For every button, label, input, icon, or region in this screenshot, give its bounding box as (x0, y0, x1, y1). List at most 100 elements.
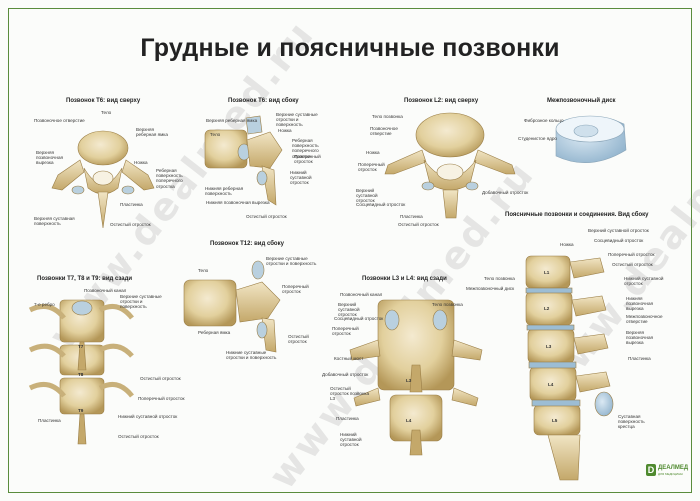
label: Нижняя позвоночная вырезка (626, 296, 654, 312)
label: Пластинка (628, 356, 651, 361)
label: Верхние суставные отростки и поверхность (120, 294, 162, 310)
label: L1 (544, 270, 550, 275)
label: 7-е ребро (34, 302, 55, 307)
label: Верхние суставные отростки и поверхность (276, 112, 318, 128)
label: Нижний суставной отросток (624, 276, 664, 287)
label: Тело (101, 110, 112, 115)
label: Реберная ямка (198, 330, 231, 335)
label: L5 (552, 418, 558, 423)
label: Нижняя реберная поверхность (205, 186, 244, 197)
label: Ножка (134, 160, 148, 165)
label: Реберная поверхность поперечного отростк… (156, 168, 183, 189)
label: Нижний суставной отросток (290, 170, 312, 186)
label: Остистый отросток (612, 262, 653, 267)
label: L4 (548, 382, 554, 387)
label: Верхние суставные отростки и поверхность (266, 256, 317, 267)
label: Пластинка (336, 416, 359, 421)
label: Поперечный отросток (294, 154, 321, 165)
t12-side-view (183, 260, 281, 353)
label: Позвоночное отверстие (34, 118, 85, 123)
section-heading: Поясничные позвонки и соединения. Вид сб… (505, 212, 649, 218)
label: Тело (210, 132, 221, 137)
section-heading: Позвонки T7, T8 и T9: вид сзади (37, 276, 133, 282)
label: Тело позвонка (372, 114, 403, 119)
poster-frame (8, 8, 692, 493)
label: Остистый отросток (110, 222, 151, 227)
label: Пластинка (400, 214, 423, 219)
section-heading: Позвонок T6: вид сбоку (228, 98, 299, 104)
label: Остистый отросток (140, 376, 181, 381)
l2-top-view (384, 112, 516, 219)
label: Остистый отросток (398, 222, 439, 227)
label: T8 (78, 372, 84, 377)
label: Остистый отросток (246, 214, 287, 219)
logo-mark-icon: D (646, 464, 656, 476)
label: Поперечный отросток (282, 284, 309, 295)
section-heading: Межпозвоночный диск (547, 98, 616, 104)
label: Нижние суставные отростки и поверхность (226, 350, 277, 361)
label: Реберная поверхность поперечного отростк… (292, 138, 319, 159)
label: L4 (406, 418, 412, 423)
label: Добавочный отросток (322, 372, 369, 377)
label: Остистый отросток (288, 334, 309, 345)
label: Тело позвонка (484, 276, 515, 281)
intervertebral-disc (555, 115, 627, 164)
label: T9 (78, 408, 84, 413)
label: Сосцевидный отросток (356, 202, 406, 207)
label: Костный мост (334, 356, 364, 361)
label: Тело (198, 268, 209, 273)
label: T7 (78, 344, 84, 349)
section-heading: Позвонок T12: вид сбоку (210, 241, 284, 247)
label: Позвоночный канал (340, 292, 383, 297)
label: Верхняя позвоночная вырезка (626, 330, 654, 346)
poster-title: Грудные и поясничные позвонки (140, 34, 560, 62)
label: Позвоночный канал (84, 288, 127, 293)
label: Межпозвоночный диск (466, 286, 515, 291)
label: Фиброзное кольцо (524, 118, 564, 123)
label: Ножка (560, 242, 574, 247)
label: Верхний суставной отросток (356, 188, 378, 204)
label: Верхняя позвоночная вырезка (36, 150, 64, 166)
label: Поперечный отросток (608, 252, 655, 257)
label: Поперечный отросток (358, 162, 385, 173)
label: Пластинка (38, 418, 61, 423)
section-heading: Позвонок T6: вид сверху (66, 98, 141, 104)
t6-side-view (204, 115, 283, 206)
label: L3 (546, 344, 552, 349)
label: L3 (406, 378, 412, 383)
label: Тело позвонка (432, 302, 463, 307)
label: Позвоночное отверстие (370, 126, 398, 137)
section-heading: Позвонки L3 и L4: вид сзади (362, 276, 447, 282)
label: Пластинка (120, 202, 143, 207)
label: Верхняя суставная поверхность (34, 216, 75, 227)
label: Поперечный отросток (138, 396, 185, 401)
brand-logo: D ДЕАЛМЕД ДЛЯ МЕДИЦИНЫ (646, 462, 688, 480)
t6-top-view (51, 130, 155, 229)
label: Верхняя реберная ямка (206, 118, 258, 123)
lumbar-side-view (525, 255, 614, 481)
t7-t9-back-view (28, 299, 134, 445)
logo-name: ДЕАЛМЕД (658, 465, 689, 471)
label: Сосцевидный отросток (594, 238, 644, 243)
label: Остистый отросток позвонка L3 (330, 386, 370, 402)
label: Нижний суставной отросток (118, 414, 178, 419)
label: Ножка (366, 150, 380, 155)
l3-l4-back-view (349, 299, 483, 456)
label: Верхняя реберная ямка (136, 127, 168, 138)
label: Нижняя позвоночная вырезка (206, 200, 270, 205)
section-heading: Позвонок L2: вид сверху (404, 98, 479, 104)
label: Остистый отросток (118, 434, 159, 439)
label: Межпозвоночное отверстие (626, 314, 663, 325)
label: Сосцевидный отросток (334, 316, 384, 321)
label: Студенистое ядро (518, 136, 557, 141)
label: Верхний суставной отросток (588, 228, 649, 233)
label: Нижний суставной отросток (340, 432, 362, 448)
label: Добавочный отросток (482, 190, 529, 195)
label: Верхний суставной отросток (338, 302, 360, 318)
logo-subtitle: ДЛЯ МЕДИЦИНЫ (658, 472, 683, 476)
label: Суставная поверхность крестца (618, 414, 645, 430)
label: Поперечный отросток (332, 326, 359, 337)
label: L2 (544, 306, 550, 311)
